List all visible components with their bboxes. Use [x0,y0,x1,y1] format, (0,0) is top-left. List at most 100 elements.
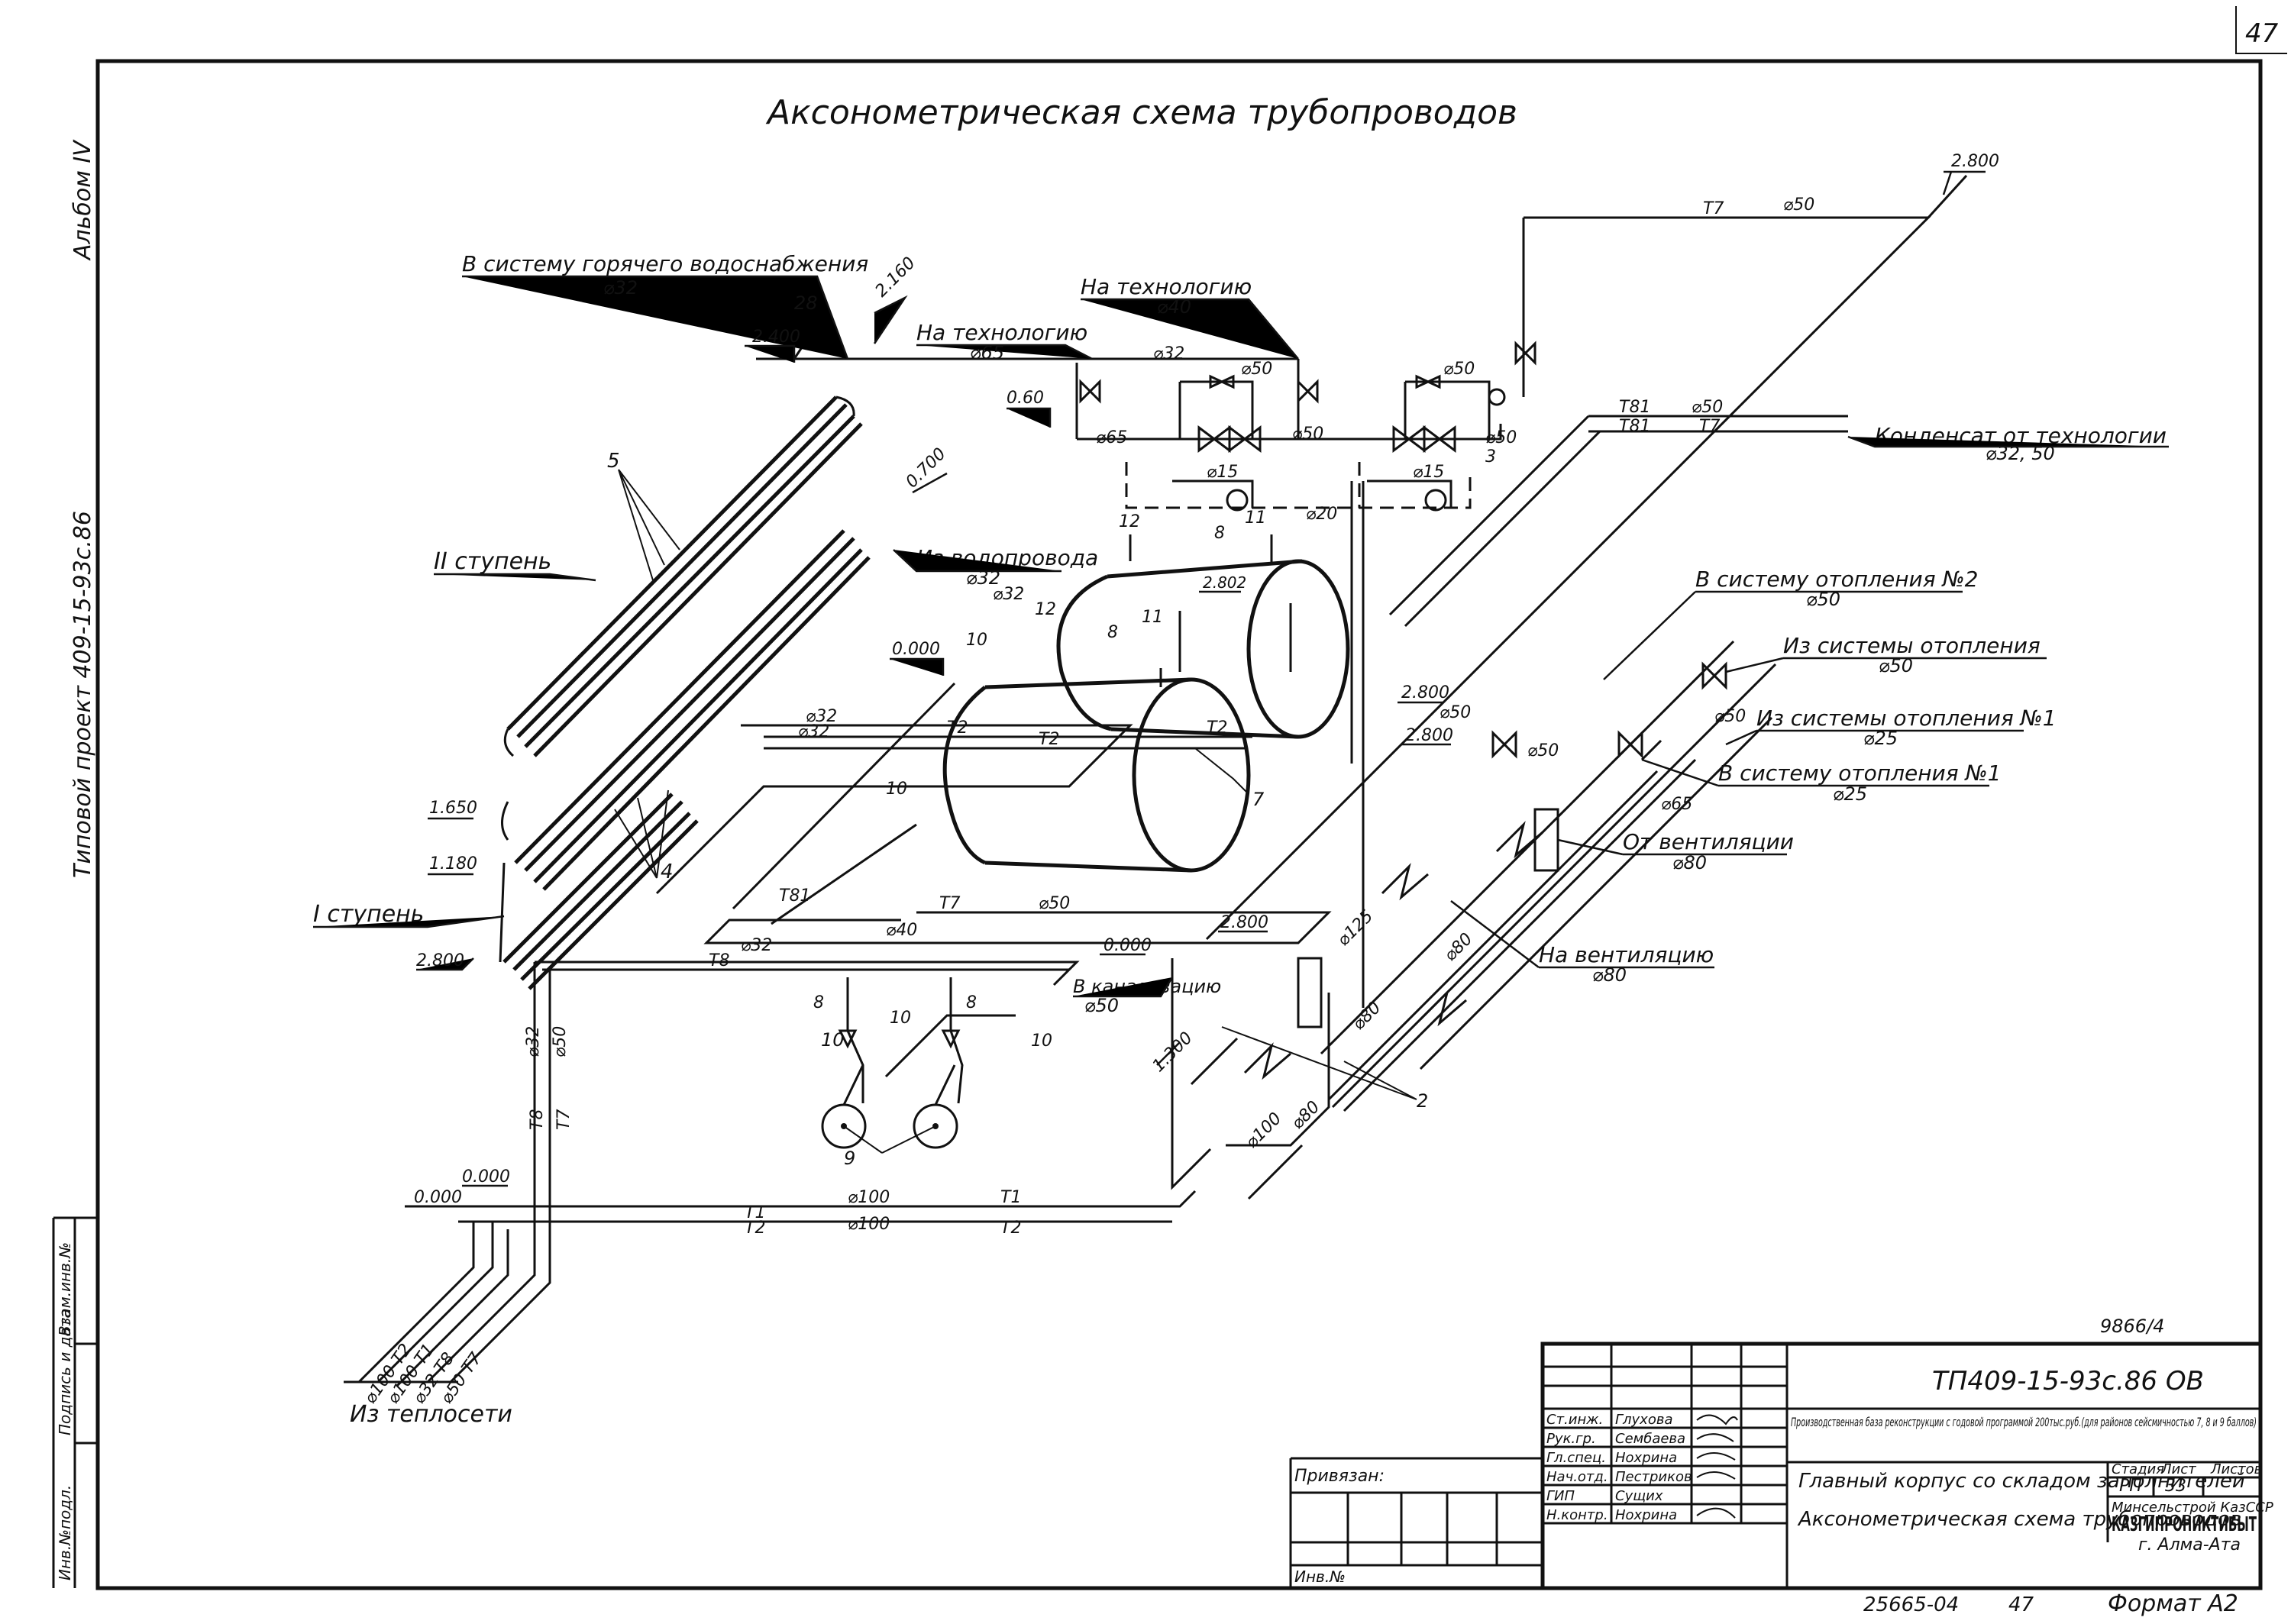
elev-12: 0.000 [462,1167,510,1187]
d32-t2-1: ⌀32 [806,707,837,726]
callout-5: 7 [1252,789,1265,810]
stage-header: Стадия [2112,1461,2164,1477]
footer-mid: 47 [2008,1593,2034,1616]
callout-9: 8 [1214,524,1225,543]
callout-9b: 8 [1107,623,1118,642]
d50-manifold-2: ⌀50 [1292,425,1323,444]
title-block: 9866/4 ТП409-15-93с.86 ОВ Производственн… [1289,1316,2273,1590]
format-label: Формат А2 [2108,1590,2238,1617]
stamp-col-1: Инв.№подл. [56,1485,74,1580]
description: Производственная база реконструкции с го… [1791,1415,2257,1429]
object-name: Главный корпус со складом заполнителей [1798,1470,2245,1493]
elev-2: 2.400 [752,328,800,347]
d32-t2-2: ⌀32 [798,722,829,741]
d65-manifold: ⌀65 [1096,428,1127,447]
org-name: КАЗГИПРОНИКТИБЫТ [2112,1513,2257,1536]
t81-diag-code: Т81 [779,886,810,906]
page-number-box: 47 [2235,6,2287,54]
page-number: 47 [2245,18,2279,49]
t81-dia: ⌀50 [1692,398,1723,417]
sheet-title: Аксонометрическая схема трубопроводов [1797,1508,2241,1531]
d100-bottom-1: ⌀100 [848,1188,890,1207]
elev-3: 0.60 [1007,389,1044,408]
d15-manifold-2: ⌀15 [1413,463,1444,482]
callout-3: 4 [661,860,674,883]
heater-stage-1 [499,793,699,990]
callout-8: 10 [821,1029,845,1051]
riser-d32: ⌀32 [524,1026,543,1057]
to-tech-2-dia: ⌀40 [1157,296,1191,318]
callout-9c: 8 [813,993,824,1012]
name-2: Сембаева [1615,1431,1685,1447]
d15-manifold-1: ⌀15 [1207,463,1238,482]
t2-bottom-code: Т2 [1000,1219,1021,1238]
callout-10d: 10 [1031,1032,1052,1051]
d50-right-1: ⌀50 [1440,703,1471,722]
d32-loop: ⌀32 [741,936,772,955]
from-water-d32-pipe: ⌀32 [993,585,1024,604]
from-heat-sys-label: Из системы отопления [1783,633,2041,658]
city: г. Алма-Ата [2138,1535,2241,1555]
role-3: Гл.спец. [1546,1450,1606,1466]
sheet-header: Лист [2160,1461,2196,1477]
to-tech-1-label: На технологию [916,320,1087,345]
sheet-no: 33 [2165,1477,2186,1496]
inv-label: Инв.№ [1294,1567,1346,1586]
t2-code-3: Т2 [1207,718,1227,738]
callout-12b: 12 [1035,600,1056,619]
leader-4 [618,469,680,581]
t7-mid-code: Т7 [1699,417,1720,436]
leader-7 [843,1125,936,1154]
name-6: Нохрина [1615,1507,1677,1523]
left-stamp: Инв.№подл. Подпись и дата Взам.инв.№ [52,1216,98,1588]
t1-code-2: Т1 [745,1203,765,1222]
callout-11b: 11 [1142,608,1163,627]
to-sewer-dia: ⌀50 [1084,995,1119,1016]
elev-0: 2.800 [1951,152,1999,171]
elev-10: 2.800 [1401,683,1449,702]
stage-value: РП [2119,1477,2142,1496]
right-d80-2: ⌀80 [1349,998,1385,1034]
to-tech-2-label: На технологию [1081,274,1252,299]
role-2: Рук.гр. [1546,1431,1596,1447]
right-valves [1491,661,1727,761]
to-tech-1-dia: ⌀65 [970,342,1004,363]
from-vent-dia: ⌀80 [1672,852,1707,873]
leader-1 [1221,1026,1417,1100]
callout-10b: 10 [886,780,907,799]
t7-top-code: Т7 [1703,199,1724,218]
right-d125: ⌀125 [1334,906,1378,950]
callout-11: 11 [1245,509,1266,528]
from-vent-label: От вентиляции [1623,829,1794,854]
name-4: Пестриков [1615,1469,1692,1485]
project-label: Типовой проект 409-15-93с.86 [69,511,96,878]
role-4: Нач.отд. [1546,1469,1608,1485]
to-heat-sys-1-label: В систему отопления №1 [1718,760,2001,786]
elev-8: 1.180 [429,854,477,873]
elev-13: 0.000 [414,1188,462,1207]
riser-t8: Т8 [528,1109,547,1130]
role-1: Ст.инж. [1546,1412,1603,1428]
name-5: Сущих [1615,1488,1663,1504]
t2-code-1: Т2 [947,718,968,738]
callout-7: 9 [844,1148,855,1169]
t8-loop-code: Т8 [709,951,729,970]
condensate-dia: ⌀32, 50 [1986,443,2055,464]
callout-9d: 8 [966,993,977,1012]
leader-5 [1194,747,1249,795]
drawing-title: Аксонометрическая схема трубопроводов [765,93,1517,132]
sheets-header: Листов [2210,1461,2262,1477]
doc-code: ТП409-15-93с.86 ОВ [1932,1366,2204,1396]
heat-sys-2-dia: ⌀50 [1806,589,1840,610]
from-water-dia: ⌀32 [966,567,1000,589]
elev-16: 2.800 [1220,913,1268,932]
d50-loop: ⌀50 [1039,894,1070,913]
storage-tank-upper [1056,559,1350,739]
elev-5: 2.802 [1203,573,1246,592]
t81-code-2: Т81 [1619,417,1650,436]
elev-7: 1.650 [429,799,477,818]
t2-bottom-code-2: Т2 [745,1219,765,1238]
callout-2: 3 [1485,447,1496,467]
to-vent-dia: ⌀80 [1592,964,1627,986]
from-heat-sys-dia: ⌀50 [1879,655,1913,676]
